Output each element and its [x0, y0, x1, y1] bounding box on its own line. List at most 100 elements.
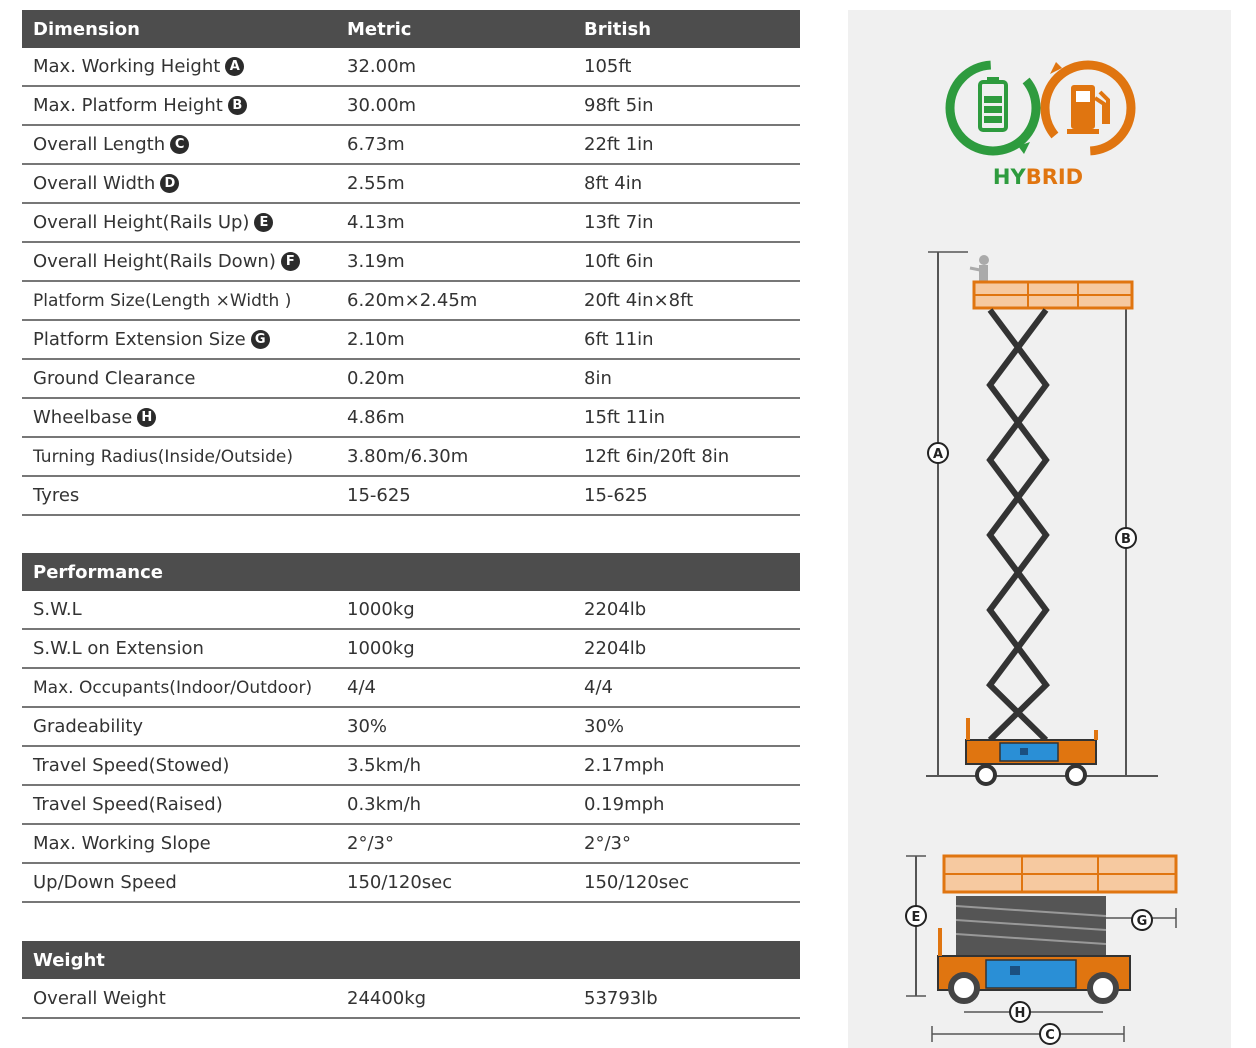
dimension-badge: H	[137, 408, 157, 427]
dimension-h-label: H	[1009, 1001, 1031, 1023]
british-value: 105ft	[584, 56, 632, 77]
svg-text:H: H	[1015, 1006, 1026, 1021]
table-row: Max. Occupants(Indoor/Outdoor) 4/4 4/4	[22, 669, 800, 708]
row-label-cell: Travel Speed(Raised)	[22, 794, 347, 815]
col-dimension: Dimension	[33, 18, 140, 40]
row-label-cell: Turning Radius(Inside/Outside)	[22, 447, 347, 467]
british-value: 10ft 6in	[584, 251, 654, 272]
row-label: Up/Down Speed	[33, 872, 177, 893]
weight-table: Weight Overall Weight 24400kg 53793lb	[22, 941, 800, 1019]
dimension-badge: F	[280, 252, 300, 271]
metric-value: 2.10m	[347, 329, 405, 350]
weight-header: Weight	[22, 941, 800, 979]
col-metric: Metric	[347, 18, 412, 40]
british-value: 98ft 5in	[584, 95, 654, 116]
dimension-c-label: C	[1039, 1023, 1061, 1045]
scissor-lift-stowed-diagram: E G H C	[905, 854, 1178, 1045]
table-row: Turning Radius(Inside/Outside) 3.80m/6.30…	[22, 438, 800, 477]
metric-value: 6.20m×2.45m	[347, 290, 478, 311]
metric-value: 4.13m	[347, 212, 405, 233]
british-value: 2204lb	[584, 599, 647, 620]
performance-header: Performance	[22, 553, 800, 591]
british-value: 15-625	[584, 485, 648, 506]
svg-text:A: A	[933, 447, 943, 462]
metric-value: 30%	[347, 716, 388, 737]
table-row: Overall Weight 24400kg 53793lb	[22, 979, 800, 1019]
svg-text:B: B	[1121, 532, 1131, 547]
british-value: 4/4	[584, 677, 613, 698]
british-value: 22ft 1in	[584, 134, 654, 155]
row-label-cell: Overall Height(Rails Down)F	[22, 251, 347, 272]
british-value: 8in	[584, 368, 612, 389]
row-label: Max. Occupants(Indoor/Outdoor)	[33, 677, 313, 698]
row-label: Overall Height(Rails Down)	[33, 251, 276, 272]
table-row: Travel Speed(Raised) 0.3km/h 0.19mph	[22, 786, 800, 825]
row-label: Platform Size(Length ×Width )	[33, 290, 292, 311]
row-label-cell: Overall Weight	[22, 988, 347, 1009]
british-value: 15ft 11in	[584, 407, 666, 428]
british-value: 0.19mph	[584, 794, 665, 815]
british-value: 8ft 4in	[584, 173, 643, 194]
row-label: Overall Length	[33, 134, 166, 155]
row-label-cell: Max. Occupants(Indoor/Outdoor)	[22, 678, 347, 698]
row-label: Travel Speed(Stowed)	[33, 755, 230, 776]
metric-value: 4/4	[347, 677, 376, 698]
metric-value: 1000kg	[347, 599, 415, 620]
row-label: Overall Width	[33, 173, 156, 194]
row-label: S.W.L on Extension	[33, 638, 204, 659]
british-value: 53793lb	[584, 987, 658, 1009]
hybrid-logo	[945, 60, 1136, 156]
row-label: Wheelbase	[33, 407, 133, 428]
dimension-badge: E	[254, 213, 274, 232]
row-label: Turning Radius(Inside/Outside)	[33, 446, 293, 467]
metric-value: 15-625	[347, 485, 411, 506]
diagram-panel: HYBRID A	[848, 10, 1231, 1048]
row-label: Ground Clearance	[33, 368, 196, 389]
dimension-header: Dimension Metric British	[22, 10, 800, 48]
metric-value: 32.00m	[347, 56, 417, 77]
scissor-lift-raised-diagram: A B	[926, 251, 1158, 786]
dimension-badge: B	[227, 96, 247, 115]
british-value: 13ft 7in	[584, 212, 654, 233]
metric-value: 1000kg	[347, 638, 415, 659]
dimension-a-label: A	[927, 442, 949, 464]
british-value: 30%	[584, 716, 625, 737]
metric-value: 2°/3°	[347, 833, 394, 854]
british-value: 20ft 4in×8ft	[584, 290, 694, 311]
table-row: Platform Size(Length ×Width ) 6.20m×2.45m…	[22, 282, 800, 321]
british-value: 6ft 11in	[584, 329, 654, 350]
metric-value: 3.80m/6.30m	[347, 446, 469, 467]
row-label: Tyres	[33, 485, 80, 506]
row-label-cell: Platform Size(Length ×Width )	[22, 291, 347, 311]
metric-value: 24400kg	[347, 987, 427, 1009]
dimension-e-label: E	[905, 905, 927, 927]
row-label: Max. Working Height	[33, 56, 221, 77]
row-label-cell: S.W.L	[22, 599, 347, 620]
metric-value: 30.00m	[347, 95, 417, 116]
row-label: Overall Weight	[33, 987, 166, 1009]
metric-value: 3.19m	[347, 251, 405, 272]
battery-icon	[945, 60, 1041, 156]
metric-value: 0.3km/h	[347, 794, 422, 815]
british-value: 12ft 6in/20ft 8in	[584, 446, 730, 467]
row-label: Travel Speed(Raised)	[33, 794, 223, 815]
british-value: 2.17mph	[584, 755, 665, 776]
row-label-cell: Ground Clearance	[22, 368, 347, 389]
